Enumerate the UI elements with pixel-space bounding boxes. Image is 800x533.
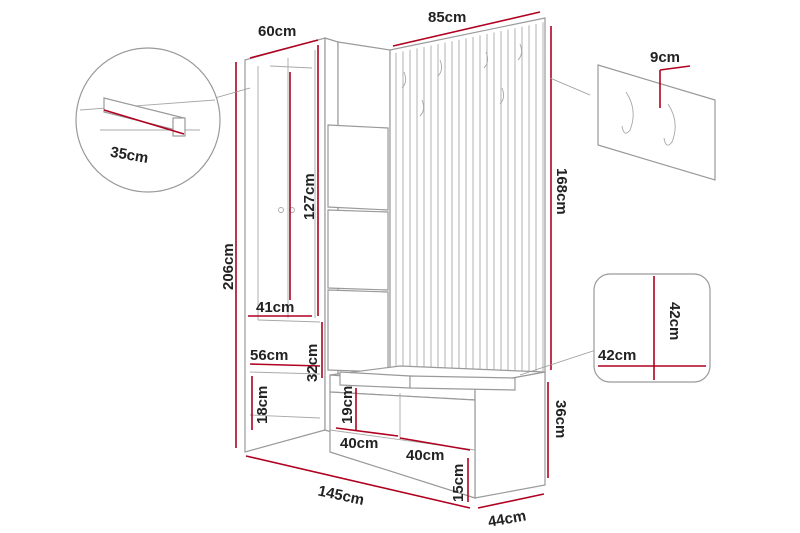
label-drawer-width-56: 56cm [250,347,288,364]
slatted-coat-panel [389,17,546,381]
label-cubby-width-40a: 40cm [340,435,378,452]
label-total-width-145: 145cm [316,483,365,509]
label-cushion-width-42: 42cm [598,347,636,364]
label-depth-44: 44cm [487,507,528,530]
label-shelf-width-41: 41cm [256,299,294,316]
label-door-height-127: 127cm [301,173,318,220]
label-cubby-height-19: 19cm [339,386,356,424]
label-cushion-height-42: 42cm [666,302,683,340]
label-rail-depth-35: 35cm [109,144,150,167]
panel-slats [395,22,544,376]
label-top-width-60: 60cm [258,23,296,40]
label-bench-height-36: 36cm [552,400,569,438]
detail-hanging-rail [75,47,221,193]
label-top-width-85: 85cm [428,9,466,26]
dimension-lines [235,11,552,509]
detail-hook-panel [597,64,716,181]
label-hook-spacing-9: 9cm [650,49,680,66]
label-panel-height-168: 168cm [553,168,570,215]
label-wardrobe-height-206: 206cm [220,243,237,290]
bench-unit [329,365,546,499]
label-cubby-width-40b: 40cm [406,447,444,464]
label-shelf-height-32: 32cm [304,344,321,382]
detail-cushion [593,273,711,383]
coat-hooks [401,43,523,117]
label-drawer-height-18: 18cm [254,386,271,424]
padded-panel-column [327,41,391,446]
label-leg-height-15: 15cm [450,464,467,502]
